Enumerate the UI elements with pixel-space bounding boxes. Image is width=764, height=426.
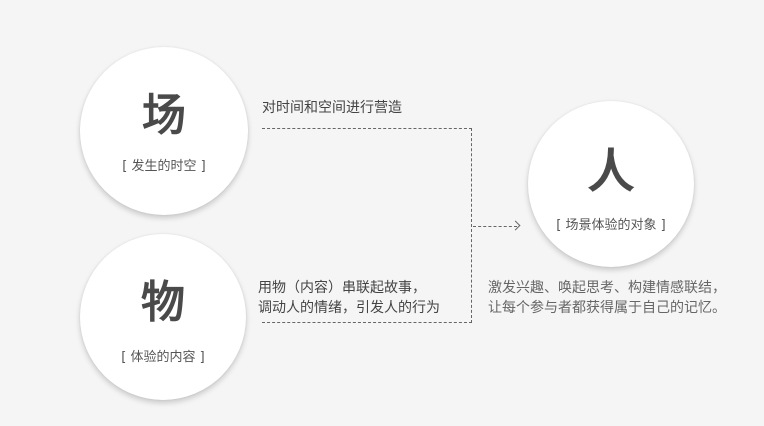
- person-description: 激发兴趣、唤起思考、构建情感联结， 让每个参与者都获得属于自己的记忆。: [488, 278, 726, 318]
- object-description-line2: 调动人的情绪，引发人的行为: [258, 300, 440, 316]
- object-char: 物: [141, 277, 185, 328]
- place-circle: 场 [ 发生的时空 ]: [80, 47, 248, 215]
- arrow-right-icon: [510, 220, 521, 231]
- object-description: 用物（内容）串联起故事， 调动人的情绪，引发人的行为: [258, 278, 440, 318]
- place-label: [ 发生的时空 ]: [122, 159, 206, 174]
- place-char: 场: [142, 90, 186, 141]
- object-description-line1: 用物（内容）串联起故事，: [258, 280, 426, 296]
- connector-top-line: [262, 128, 472, 129]
- connector-arrow-line: [473, 226, 517, 227]
- object-circle: 物 [ 体验的内容 ]: [80, 234, 246, 400]
- person-description-line1: 激发兴趣、唤起思考、构建情感联结，: [488, 280, 726, 296]
- person-description-line2: 让每个参与者都获得属于自己的记忆。: [488, 300, 726, 316]
- place-description: 对时间和空间进行营造: [262, 100, 402, 116]
- connector-vertical-line: [471, 128, 472, 323]
- person-char: 人: [587, 143, 635, 199]
- person-label: [ 场景体验的对象 ]: [556, 218, 666, 233]
- connector-bottom-line: [262, 322, 472, 323]
- object-label: [ 体验的内容 ]: [121, 350, 205, 365]
- person-circle: 人 [ 场景体验的对象 ]: [528, 101, 694, 267]
